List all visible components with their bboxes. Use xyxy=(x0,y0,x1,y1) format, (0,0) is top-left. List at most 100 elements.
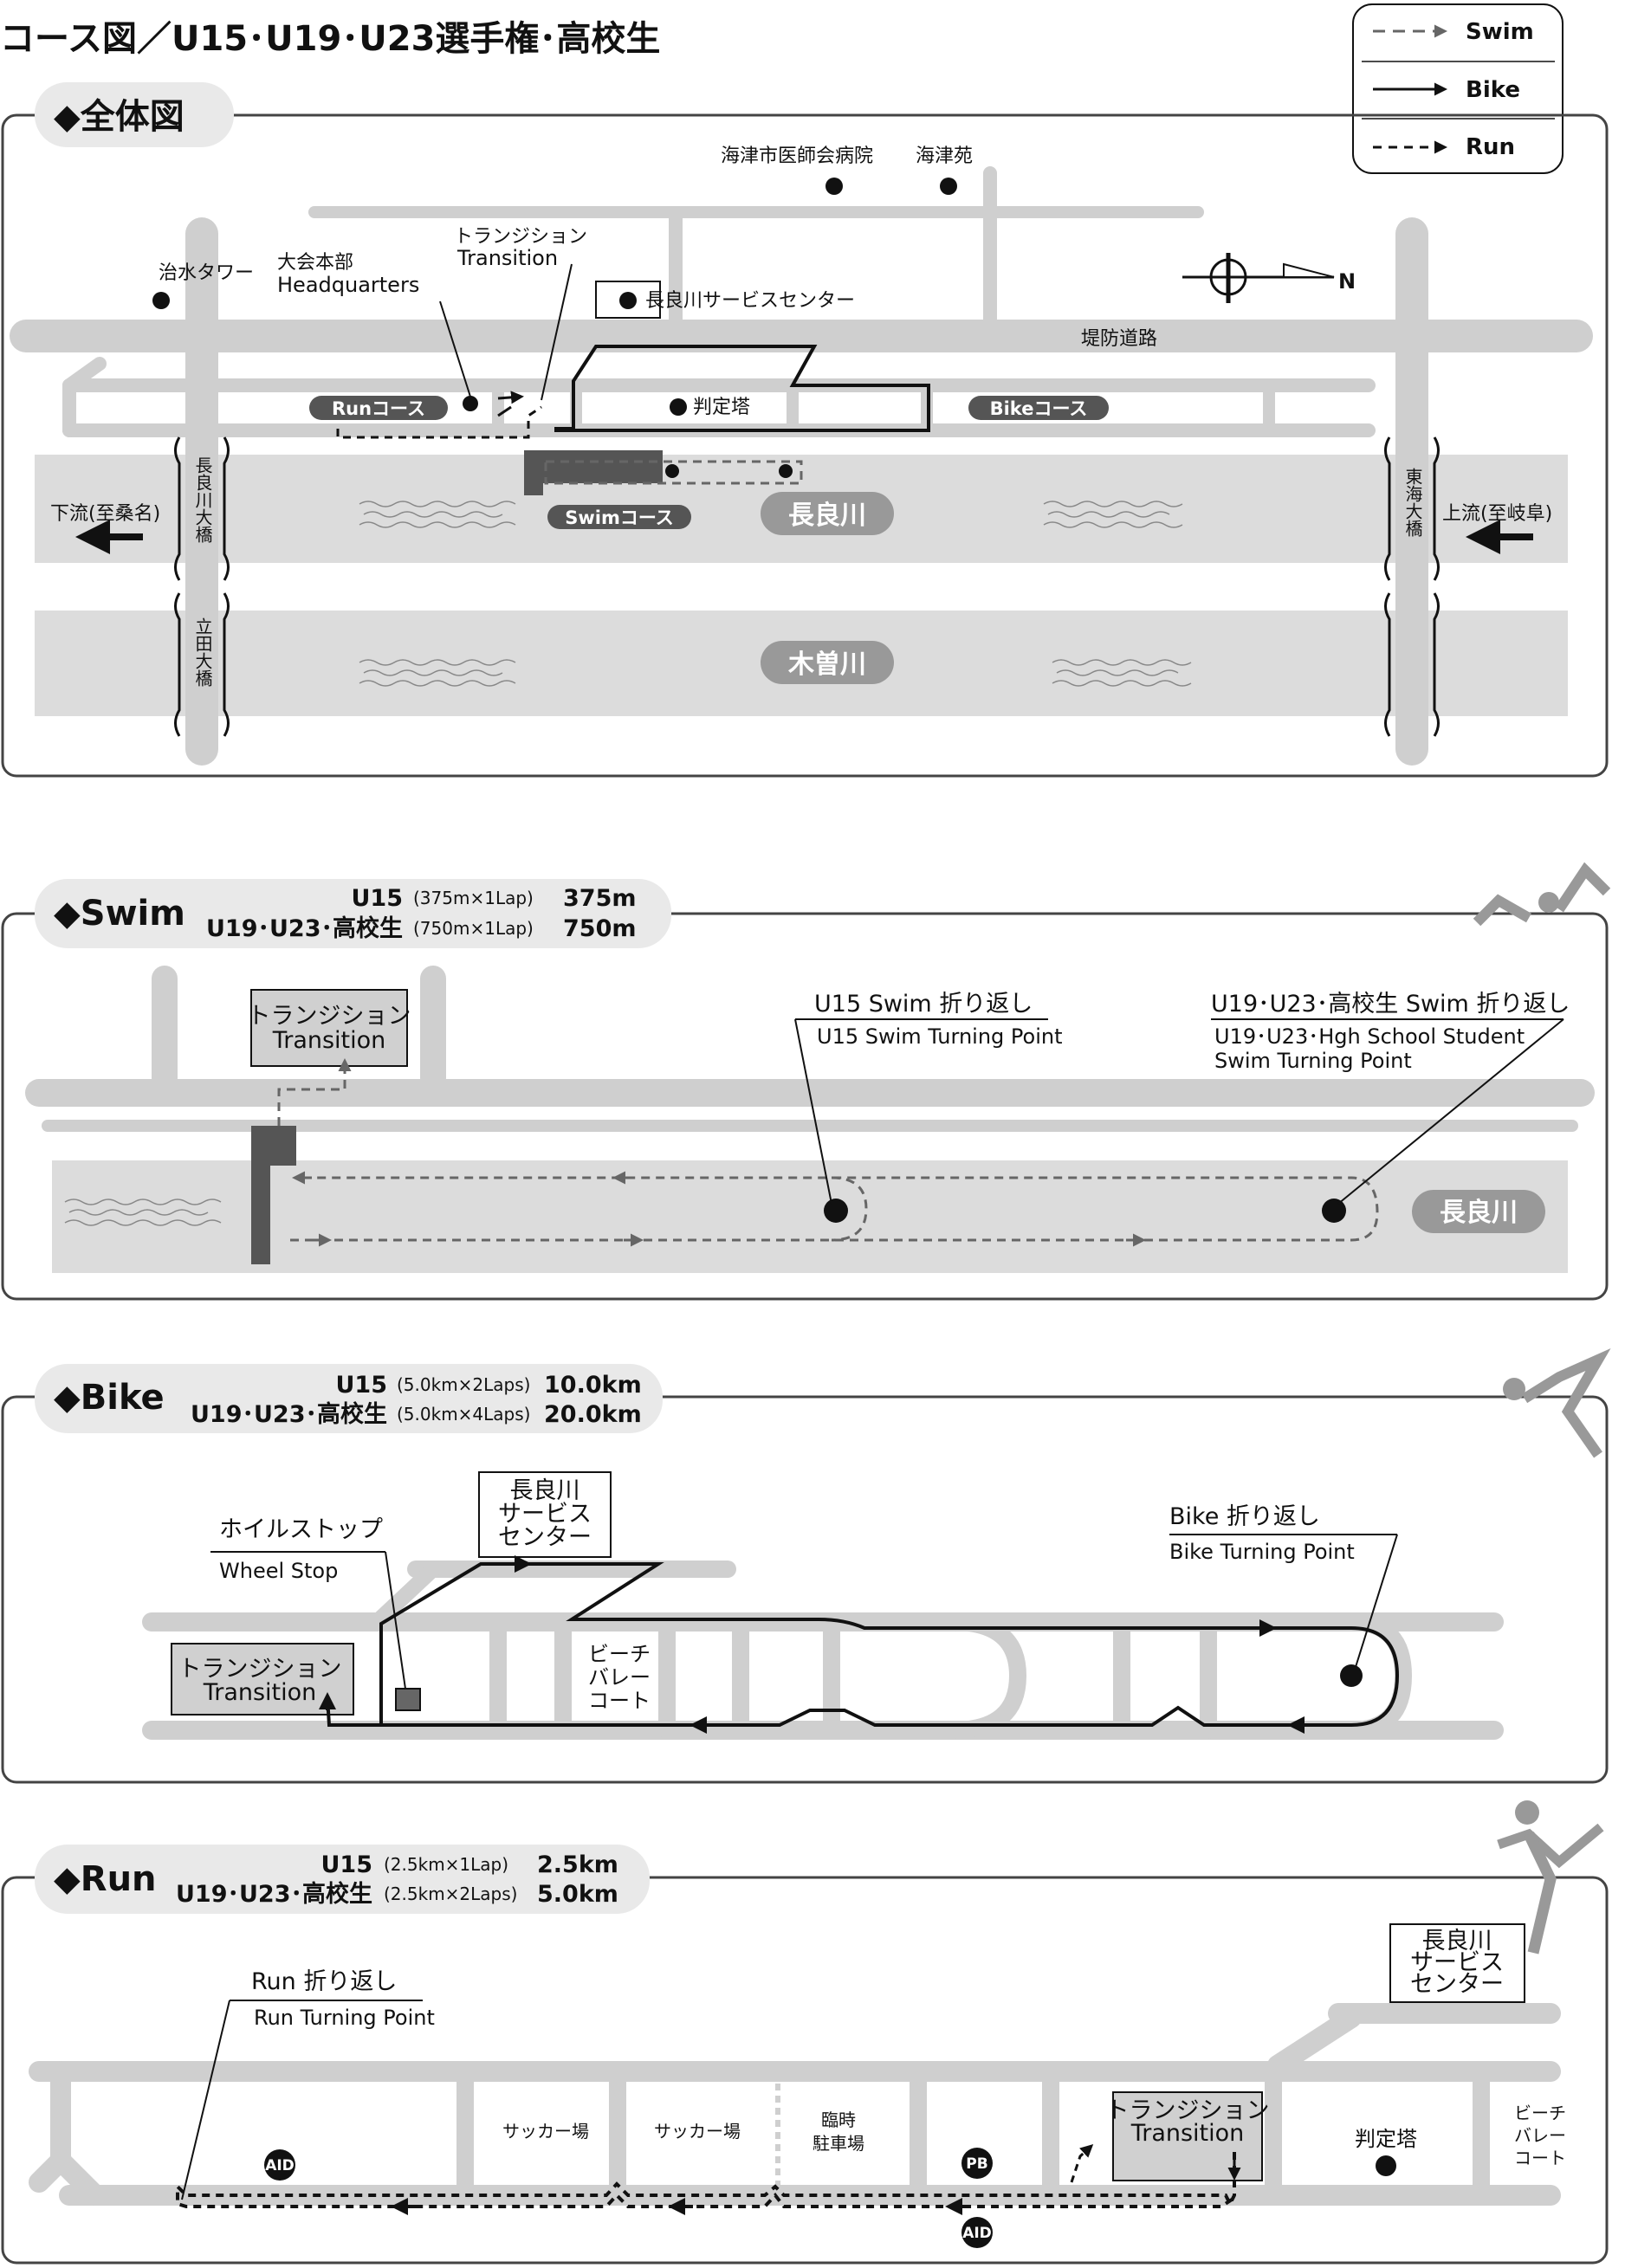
run-beach-2: バレー xyxy=(1514,2125,1566,2146)
label-kaizuen: 海津苑 xyxy=(916,145,973,167)
swim-u15-category: U15 xyxy=(352,885,404,912)
label-tatta-bridge: 立田大橋 xyxy=(192,617,213,688)
swim-u19-distance: 750m xyxy=(563,915,637,942)
bike-turn-en: Bike Turning Point xyxy=(1169,1540,1355,1564)
overview-bike-path xyxy=(554,345,930,432)
swim-u15-distance: 375m xyxy=(563,885,637,912)
bike-course-pill: Bikeコース xyxy=(990,398,1088,419)
run-u15-category: U15 xyxy=(321,1851,373,1878)
run-judge-tower: 判定塔 xyxy=(1355,2127,1417,2151)
run-service-center-3: センター xyxy=(1410,1971,1504,1998)
swim-course-pill: Swimコース xyxy=(565,507,674,528)
run-u15-laps: (2.5km×1Lap) xyxy=(384,1854,508,1875)
swim-u15-laps: (375m×1Lap) xyxy=(413,888,534,908)
run-course-pill: Runコース xyxy=(332,398,425,419)
swim-transition-jp: トランジション xyxy=(248,1003,411,1030)
label-judge-tower: 判定塔 xyxy=(693,397,750,418)
bike-heading: ◆Bike xyxy=(54,1378,165,1418)
bike-u19-category: U19･U23･高校生 xyxy=(191,1400,387,1428)
bike-path xyxy=(326,1562,1400,1727)
run-beach-3: コート xyxy=(1514,2148,1566,2168)
cyclist-icon xyxy=(1503,1347,1611,1458)
label-embankment-road: 堤防道路 xyxy=(1081,328,1157,350)
label-transition-jp: トランジション xyxy=(454,226,587,248)
swimmer-icon xyxy=(1473,862,1611,927)
run-u19-laps: (2.5km×2Laps) xyxy=(384,1884,517,1904)
swim-transition-box xyxy=(250,989,408,1067)
bike-transition-en: Transition xyxy=(203,1679,317,1706)
swim-u19-laps: (750m×1Lap) xyxy=(413,918,534,939)
legend-run-label: Run xyxy=(1466,134,1515,160)
label-tokai-bridge: 東海大橋 xyxy=(1402,468,1423,538)
runner-icon xyxy=(1497,1800,1604,1955)
swim-u15-turn-jp: U15 Swim 折り返し xyxy=(814,991,1033,1018)
run-service-center-2: サービス xyxy=(1410,1949,1504,1976)
swim-heading: ◆Swim xyxy=(54,894,185,934)
run-aid-label-2: AID xyxy=(962,2225,992,2242)
run-pb-label: PB xyxy=(966,2155,987,2173)
label-service-center: 長良川サービスセンター xyxy=(645,290,855,312)
run-transition-box xyxy=(1112,2091,1263,2181)
north-label: N xyxy=(1338,269,1356,294)
bike-wheel-stop-en: Wheel Stop xyxy=(219,1559,338,1583)
run-u19-category: U19･U23･高校生 xyxy=(176,1880,372,1908)
overview-nagara-label: 長良川 xyxy=(788,501,866,531)
bike-turn-jp: Bike 折り返し xyxy=(1169,1503,1320,1530)
run-soccer-2: サッカー場 xyxy=(654,2121,741,2142)
bike-u15-laps: (5.0km×2Laps) xyxy=(397,1374,530,1395)
bike-u15-distance: 10.0km xyxy=(544,1372,642,1399)
run-temp-parking-2: 駐車場 xyxy=(813,2133,864,2154)
swim-u15-turn-en: U15 Swim Turning Point xyxy=(817,1024,1063,1049)
run-transition-en: Transition xyxy=(1130,2120,1245,2147)
overview-heading: ◆全体図 xyxy=(54,97,185,137)
swim-transition-en: Transition xyxy=(272,1027,386,1054)
run-aid-badge-1 xyxy=(264,2149,295,2181)
swim-panel: ◆Swim U15 (375m×1Lap) 375m U19･U23･高校生 (… xyxy=(1,862,1611,1301)
bike-service-center-3: センター xyxy=(498,1524,592,1551)
run-u19-distance: 5.0km xyxy=(537,1881,618,1908)
overview-kiso-label: 木曽川 xyxy=(787,649,866,680)
run-aid-label-1: AID xyxy=(265,2157,295,2174)
run-turn-jp: Run 折り返し xyxy=(251,1968,397,1995)
overview-waves xyxy=(359,501,1192,687)
swim-path xyxy=(277,1058,352,1126)
bike-u19-distance: 20.0km xyxy=(544,1401,642,1428)
label-upstream: 上流(至岐阜) xyxy=(1442,503,1552,525)
run-turn-en: Run Turning Point xyxy=(254,2006,435,2030)
overview-panel: ◆全体図 xyxy=(1,82,1609,778)
run-beach-1: ビーチ xyxy=(1514,2103,1566,2123)
bike-service-center-1: 長良川 xyxy=(510,1477,580,1504)
run-transition-jp: トランジション xyxy=(1106,2097,1270,2124)
bike-transition-jp: トランジション xyxy=(178,1656,342,1683)
swim-u19-turn-jp: U19･U23･高校生 Swim 折り返し xyxy=(1211,991,1570,1018)
overview-run-path xyxy=(336,405,542,439)
legend-swim-label: Swim xyxy=(1466,19,1534,45)
north-arrow: N xyxy=(1182,253,1356,303)
run-heading: ◆Run xyxy=(54,1859,157,1899)
label-downstream: 下流(至桑名) xyxy=(50,503,160,525)
label-kaizu-hospital: 海津市医師会病院 xyxy=(721,145,873,167)
run-pb-badge xyxy=(961,2148,993,2179)
label-hq-jp: 大会本部 xyxy=(277,252,353,274)
run-panel: ◆Run U15 (2.5km×1Lap) 2.5km U19･U23･高校生 … xyxy=(1,1800,1609,2265)
run-aid-badge-2 xyxy=(961,2217,993,2248)
run-service-center-box xyxy=(1389,1923,1525,2003)
run-u15-distance: 2.5km xyxy=(537,1851,618,1878)
bike-beach-3: コート xyxy=(588,1689,651,1713)
bike-service-center-box xyxy=(478,1471,612,1558)
bike-beach-1: ビーチ xyxy=(588,1642,651,1666)
label-hq-en: Headquarters xyxy=(277,273,419,297)
swim-u19-turn-en2: Swim Turning Point xyxy=(1214,1049,1412,1073)
legend-bike-label: Bike xyxy=(1466,77,1520,103)
page-title: コース図／U15･U19･U23選手権･高校生 xyxy=(0,19,660,59)
bike-u15-category: U15 xyxy=(336,1372,388,1399)
label-nagaragawa-bridge: 長良川大橋 xyxy=(192,456,213,544)
run-path xyxy=(176,2152,1236,2208)
bike-u19-laps: (5.0km×4Laps) xyxy=(397,1404,530,1425)
label-chisui-tower: 治水タワー xyxy=(159,262,254,284)
bike-service-center-2: サービス xyxy=(498,1501,592,1528)
overview-bridges xyxy=(174,436,1440,737)
bike-panel: ◆Bike U15 (5.0km×2Laps) 10.0km U19･U23･高… xyxy=(1,1347,1611,1784)
swim-u19-turn-en1: U19･U23･Hgh School Student xyxy=(1214,1024,1525,1049)
